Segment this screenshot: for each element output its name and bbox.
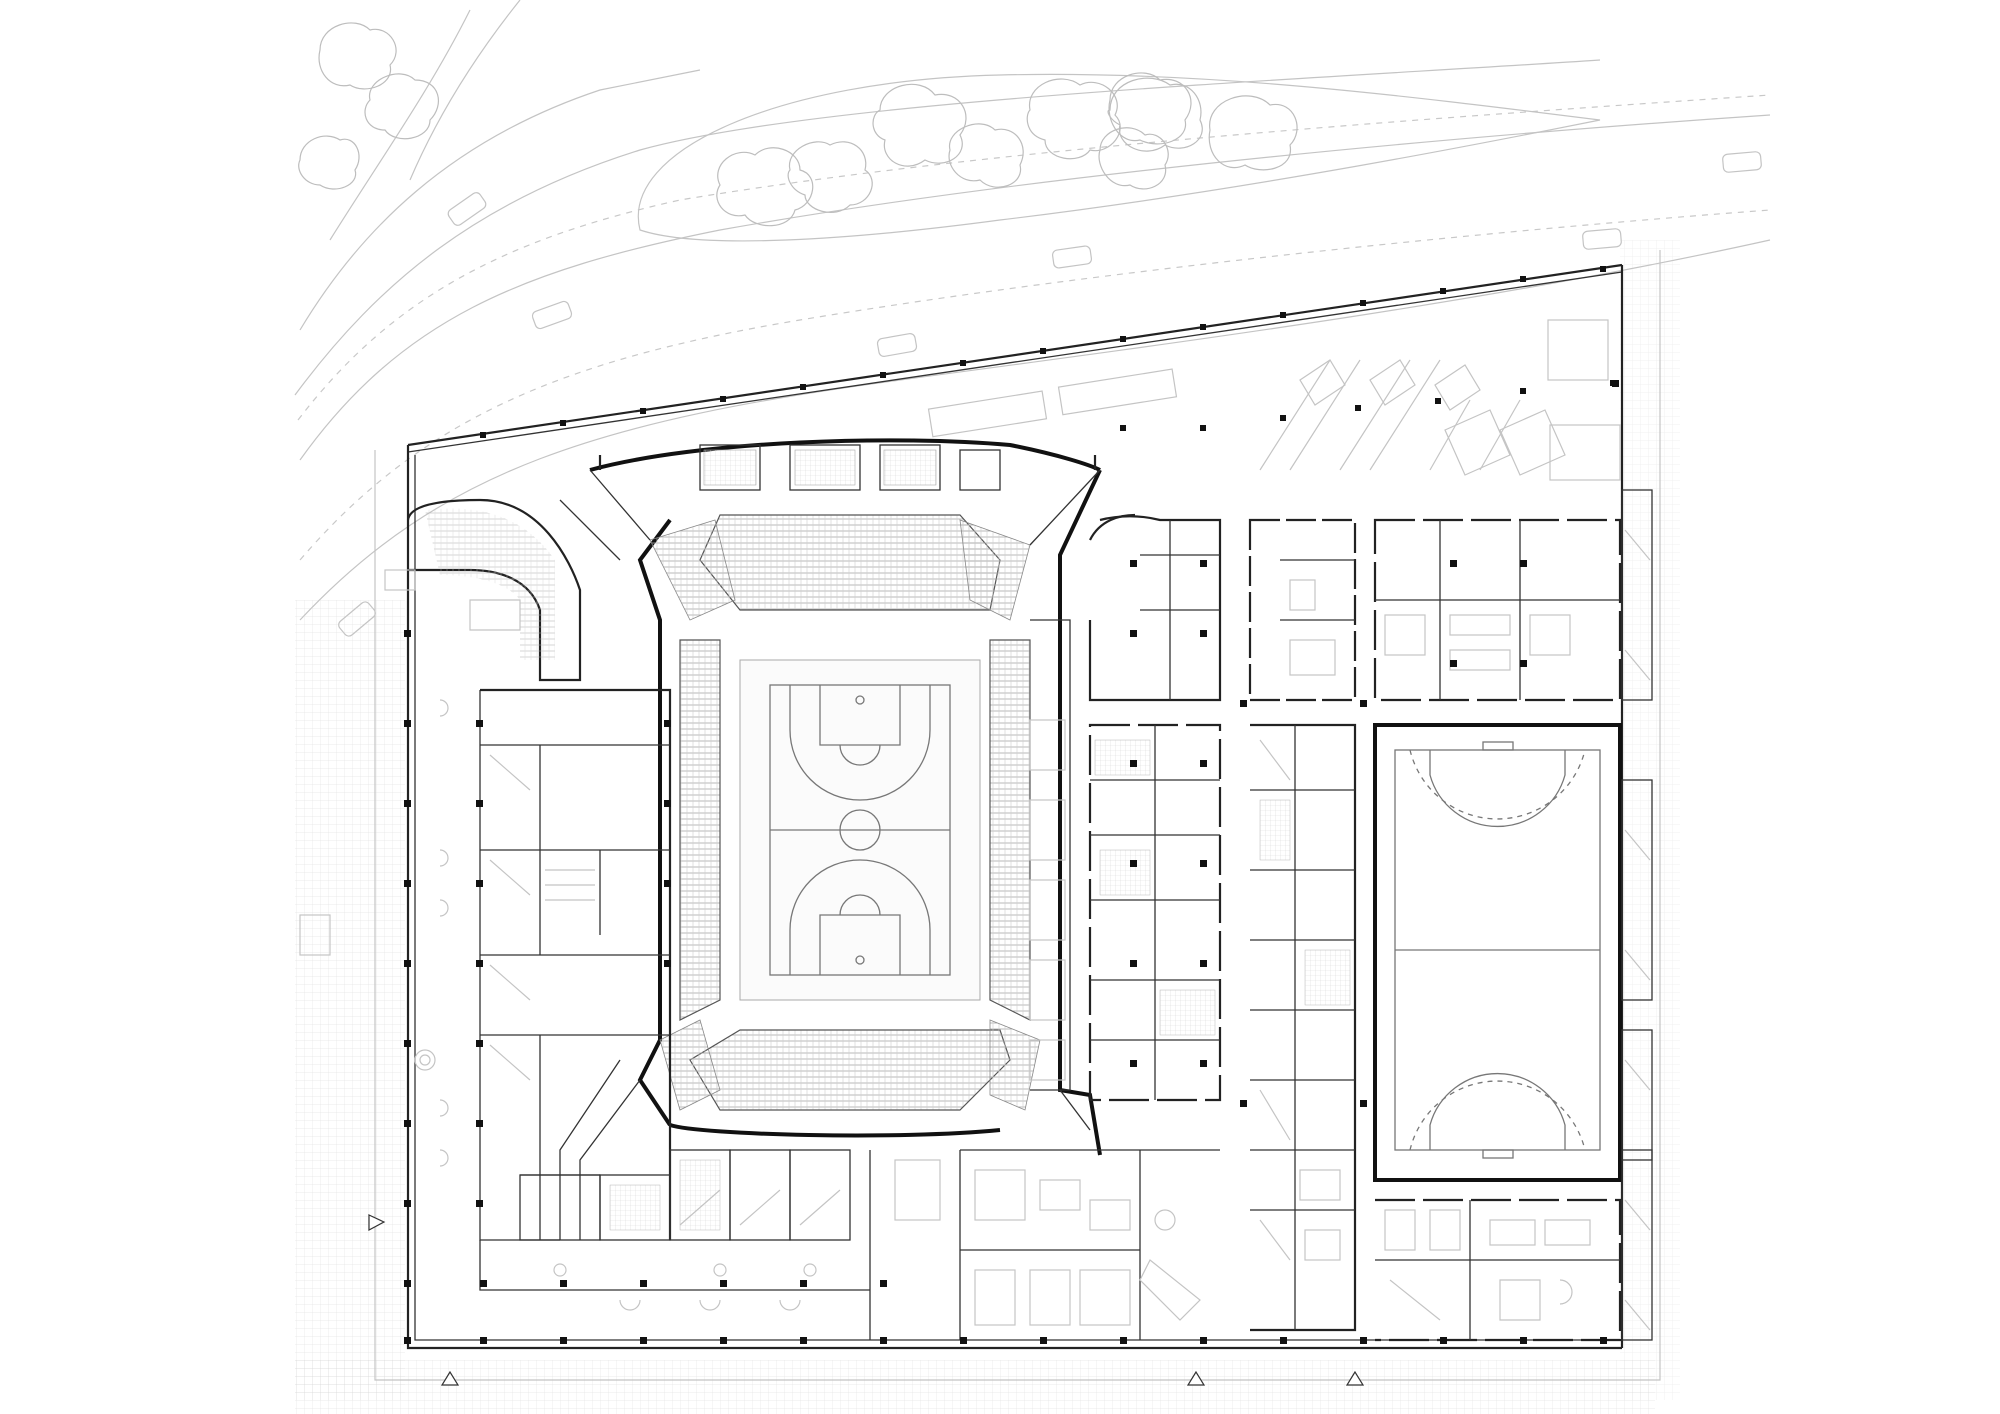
east-rooms [1088, 515, 1622, 1332]
structural-columns [404, 266, 1619, 1344]
triangle-entrance-icon [440, 1370, 460, 1386]
training-hall [1373, 723, 1622, 1182]
central-service-block [1029, 513, 1136, 1091]
south-rooms [553, 1149, 1622, 1342]
site-context [294, 0, 1771, 1414]
parking-area [927, 319, 1621, 481]
tree-icon [298, 22, 1298, 227]
main-arena [559, 438, 1102, 1240]
handball-court-icon [1394, 741, 1601, 1159]
triangle-entrance-icon [1186, 1370, 1206, 1386]
basketball-court-icon [769, 684, 951, 976]
west-wing [406, 498, 870, 1291]
entrance-markers [368, 1214, 1365, 1386]
east-facade [1621, 489, 1653, 1341]
triangle-entrance-icon [368, 1214, 386, 1231]
site-furniture [299, 569, 416, 956]
building-envelope [374, 250, 1661, 1381]
triangle-entrance-icon [1345, 1370, 1365, 1386]
